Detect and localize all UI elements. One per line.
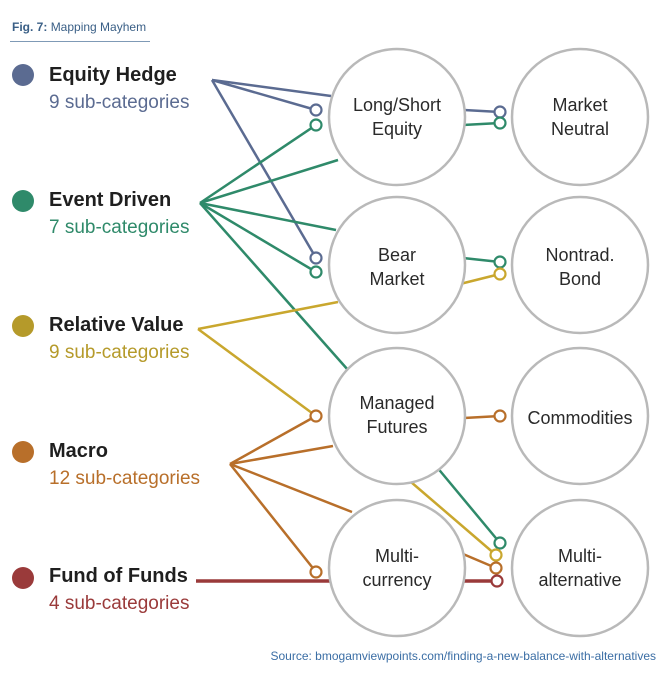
link xyxy=(211,78,317,112)
node-long-short-equity xyxy=(327,47,467,187)
link xyxy=(459,272,501,286)
connector-ring xyxy=(309,409,323,423)
node-label-line: Nontrad. xyxy=(545,245,615,265)
figure-number: Fig. 7: xyxy=(12,20,48,34)
category-name: Fund of Funds xyxy=(49,565,188,587)
category-subcount: 12 sub-categories xyxy=(49,468,201,489)
macro-dot xyxy=(12,441,34,463)
category-name: Relative Value xyxy=(49,314,184,336)
connector-ring xyxy=(489,561,503,575)
node-label-nontrad-bond: Nontrad. Bond xyxy=(510,243,650,291)
connector-ring xyxy=(489,548,503,562)
connector-ring xyxy=(490,574,504,588)
connector-ring xyxy=(309,565,323,579)
node-label-line: Market xyxy=(369,269,425,289)
connector-rings xyxy=(309,103,507,588)
link xyxy=(197,327,317,418)
fund-of-funds-dot xyxy=(12,567,34,589)
node-label-line: Multi- xyxy=(558,546,602,566)
connector-ring xyxy=(493,116,507,130)
node-label-commodities: Commodities xyxy=(510,406,650,430)
event-driven-dot xyxy=(12,190,34,212)
node-label-managed-futures: Managed Futures xyxy=(327,391,467,439)
node-label-line: Market xyxy=(552,95,608,115)
category-name: Macro xyxy=(49,440,108,462)
link xyxy=(199,201,317,274)
node-commodities xyxy=(510,346,650,486)
node-nontrad-bond xyxy=(510,195,650,335)
link xyxy=(211,78,332,98)
node-label-multi-currency: Multi- currency xyxy=(327,544,467,592)
link xyxy=(210,79,318,259)
category-subcount: 4 sub-categories xyxy=(49,593,190,614)
node-label-line: Neutral xyxy=(550,119,610,139)
node-label-line: Equity xyxy=(371,119,423,139)
node-label-line: Bond xyxy=(558,269,602,289)
link xyxy=(229,462,353,514)
node-label-line: Multi- xyxy=(375,546,419,566)
figure-title: Fig. 7: Mapping Mayhem xyxy=(12,20,146,34)
node-label-line: Managed xyxy=(359,393,435,413)
node-label-line: Futures xyxy=(366,417,428,437)
equity-hedge-dot xyxy=(12,64,34,86)
connector-ring xyxy=(493,409,507,423)
link xyxy=(199,123,317,205)
category-subcount: 9 sub-categories xyxy=(49,342,190,363)
link xyxy=(199,158,339,205)
link xyxy=(229,414,317,466)
category-subcount: 9 sub-categories xyxy=(49,92,190,113)
connector-ring xyxy=(493,267,507,281)
connector-ring xyxy=(309,103,323,117)
connector-ring xyxy=(493,105,507,119)
node-managed-futures xyxy=(327,346,467,486)
connector-ring xyxy=(493,536,507,550)
link xyxy=(199,202,349,371)
category-name: Event Driven xyxy=(49,189,172,211)
node-label-multi-alternative: Multi- alternative xyxy=(510,544,650,592)
node-multi-currency xyxy=(327,498,467,638)
node-label-line: Long/Short xyxy=(352,95,442,115)
node-label-line: Bear xyxy=(377,245,417,265)
title-underline xyxy=(10,41,150,42)
relative-value-links xyxy=(197,272,501,556)
node-multi-alternative xyxy=(510,498,650,638)
figure-caption: Mapping Mayhem xyxy=(50,20,147,34)
category-name: Equity Hedge xyxy=(49,64,177,86)
node-label-bear-market: Bear Market xyxy=(327,243,467,291)
link xyxy=(435,465,501,544)
equity-hedge-links xyxy=(210,78,501,259)
link xyxy=(229,463,317,573)
node-label-line: Commodities xyxy=(527,408,633,428)
node-label-line: currency xyxy=(362,570,432,590)
link xyxy=(197,300,339,331)
node-circles xyxy=(327,47,650,638)
connector-ring xyxy=(309,118,323,132)
node-label-long-short-equity: Long/Short Equity xyxy=(327,93,467,141)
category-subcount: 7 sub-categories xyxy=(49,217,190,238)
node-label-line: alternative xyxy=(538,570,622,590)
source-citation: Source: bmogamviewpoints.com/finding-a-n… xyxy=(270,649,656,663)
link xyxy=(229,444,334,466)
relative-value-dot xyxy=(12,315,34,337)
connector-ring xyxy=(309,265,323,279)
event-driven-links xyxy=(199,121,501,544)
connector-ring xyxy=(309,251,323,265)
node-label-market-neutral: Market Neutral xyxy=(510,93,650,141)
node-bear-market xyxy=(327,195,467,335)
node-market-neutral xyxy=(510,47,650,187)
link xyxy=(403,475,497,556)
connector-ring xyxy=(493,255,507,269)
link xyxy=(199,201,337,232)
